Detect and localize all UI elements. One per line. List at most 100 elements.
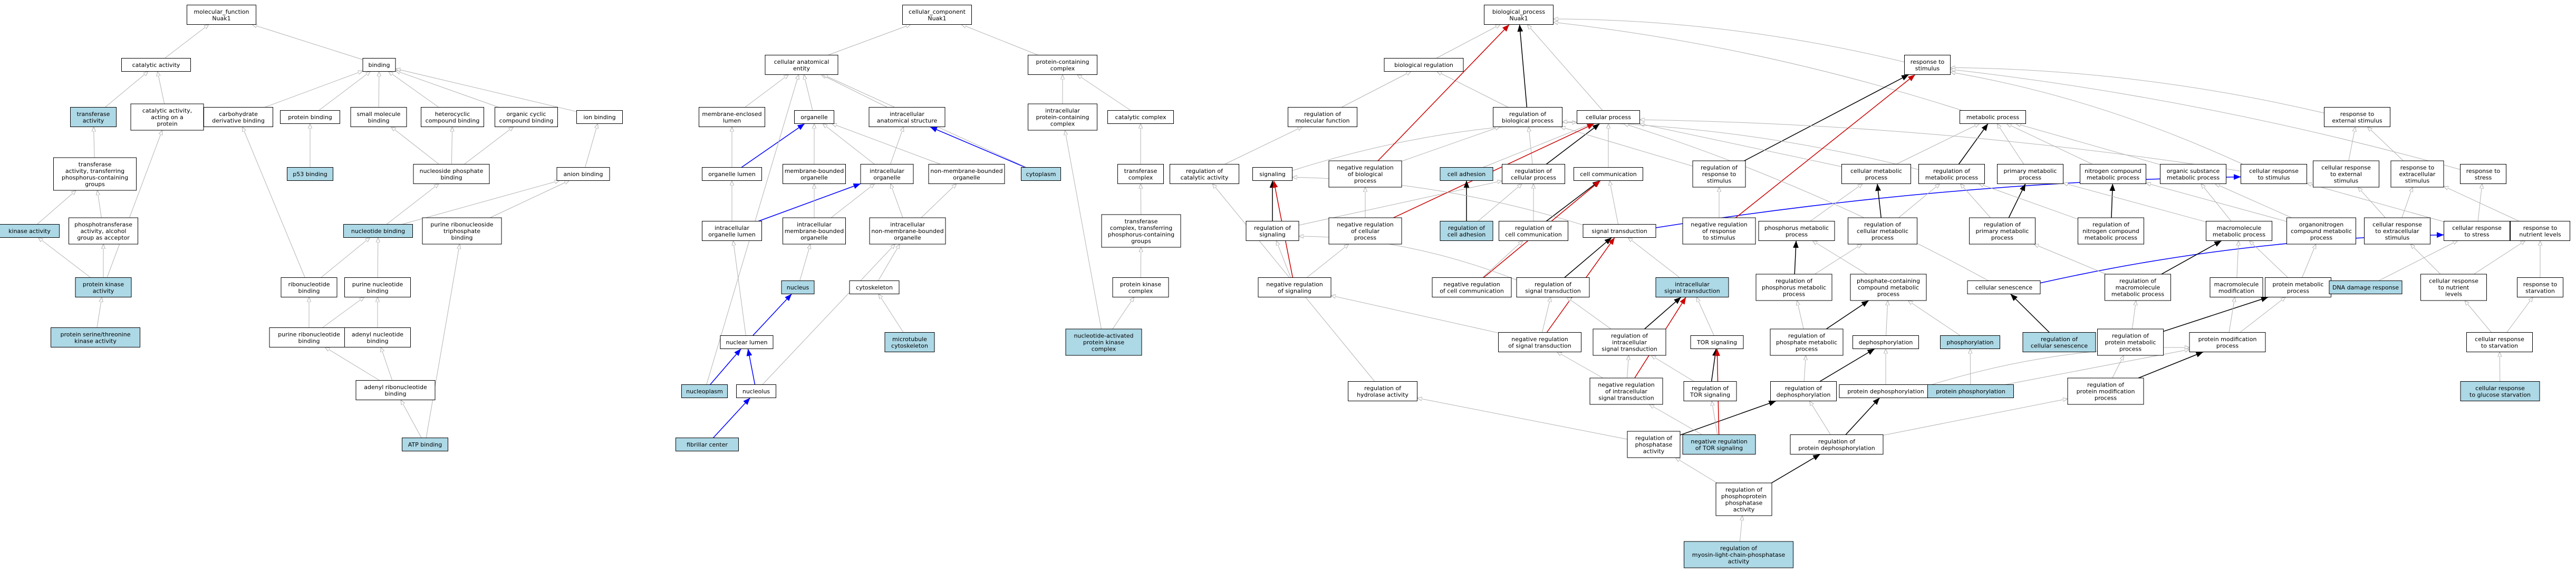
go-term-node[interactable]: nucleolus — [736, 384, 776, 398]
go-term-node[interactable]: intracellularnon-membrane-boundedorganel… — [869, 217, 946, 245]
go-term-node[interactable]: cellular process — [1577, 110, 1640, 124]
go-term-node[interactable]: fibrillar center — [676, 438, 739, 451]
go-term-node[interactable]: ATP binding — [402, 438, 448, 451]
go-term-node[interactable]: cytoskeleton — [849, 280, 900, 294]
go-term-node[interactable]: binding — [362, 58, 396, 72]
go-term-node[interactable]: dephosphorylation — [1853, 335, 1919, 349]
go-term-node[interactable]: ion binding — [576, 110, 623, 124]
go-term-node[interactable]: signaling — [1252, 167, 1292, 181]
go-term-node[interactable]: TOR signaling — [1690, 335, 1744, 349]
go-term-node[interactable]: biological regulation — [1384, 58, 1464, 72]
go-term-node[interactable]: protein dephosphorylation — [1839, 384, 1933, 398]
go-term-node[interactable]: p53 binding — [287, 167, 333, 181]
go-term-node[interactable]: regulation ofphosphoproteinphosphataseac… — [1715, 482, 1772, 516]
go-term-node[interactable]: metabolic process — [1960, 110, 2026, 124]
go-term-node[interactable]: kinase activity — [0, 224, 60, 238]
go-term-node[interactable]: DNA damage response — [2329, 280, 2403, 294]
go-term-node[interactable]: nuclear lumen — [720, 335, 774, 349]
go-term-node[interactable]: nucleus — [781, 280, 815, 294]
go-term-node[interactable]: protein binding — [280, 110, 340, 124]
go-term-node[interactable]: phosphorylation — [1940, 335, 2000, 349]
go-term-node[interactable]: cell communication — [1574, 167, 1643, 181]
go-term-node[interactable]: signal transduction — [1583, 224, 1656, 238]
go-term-node[interactable]: nucleotide binding — [343, 224, 413, 238]
go-term-node[interactable]: catalytic complex — [1107, 110, 1174, 124]
go-term-node[interactable]: cell adhesion — [1440, 167, 1493, 181]
go-term-node[interactable]: anion binding — [556, 167, 610, 181]
go-term-node[interactable]: organelle — [794, 110, 834, 124]
